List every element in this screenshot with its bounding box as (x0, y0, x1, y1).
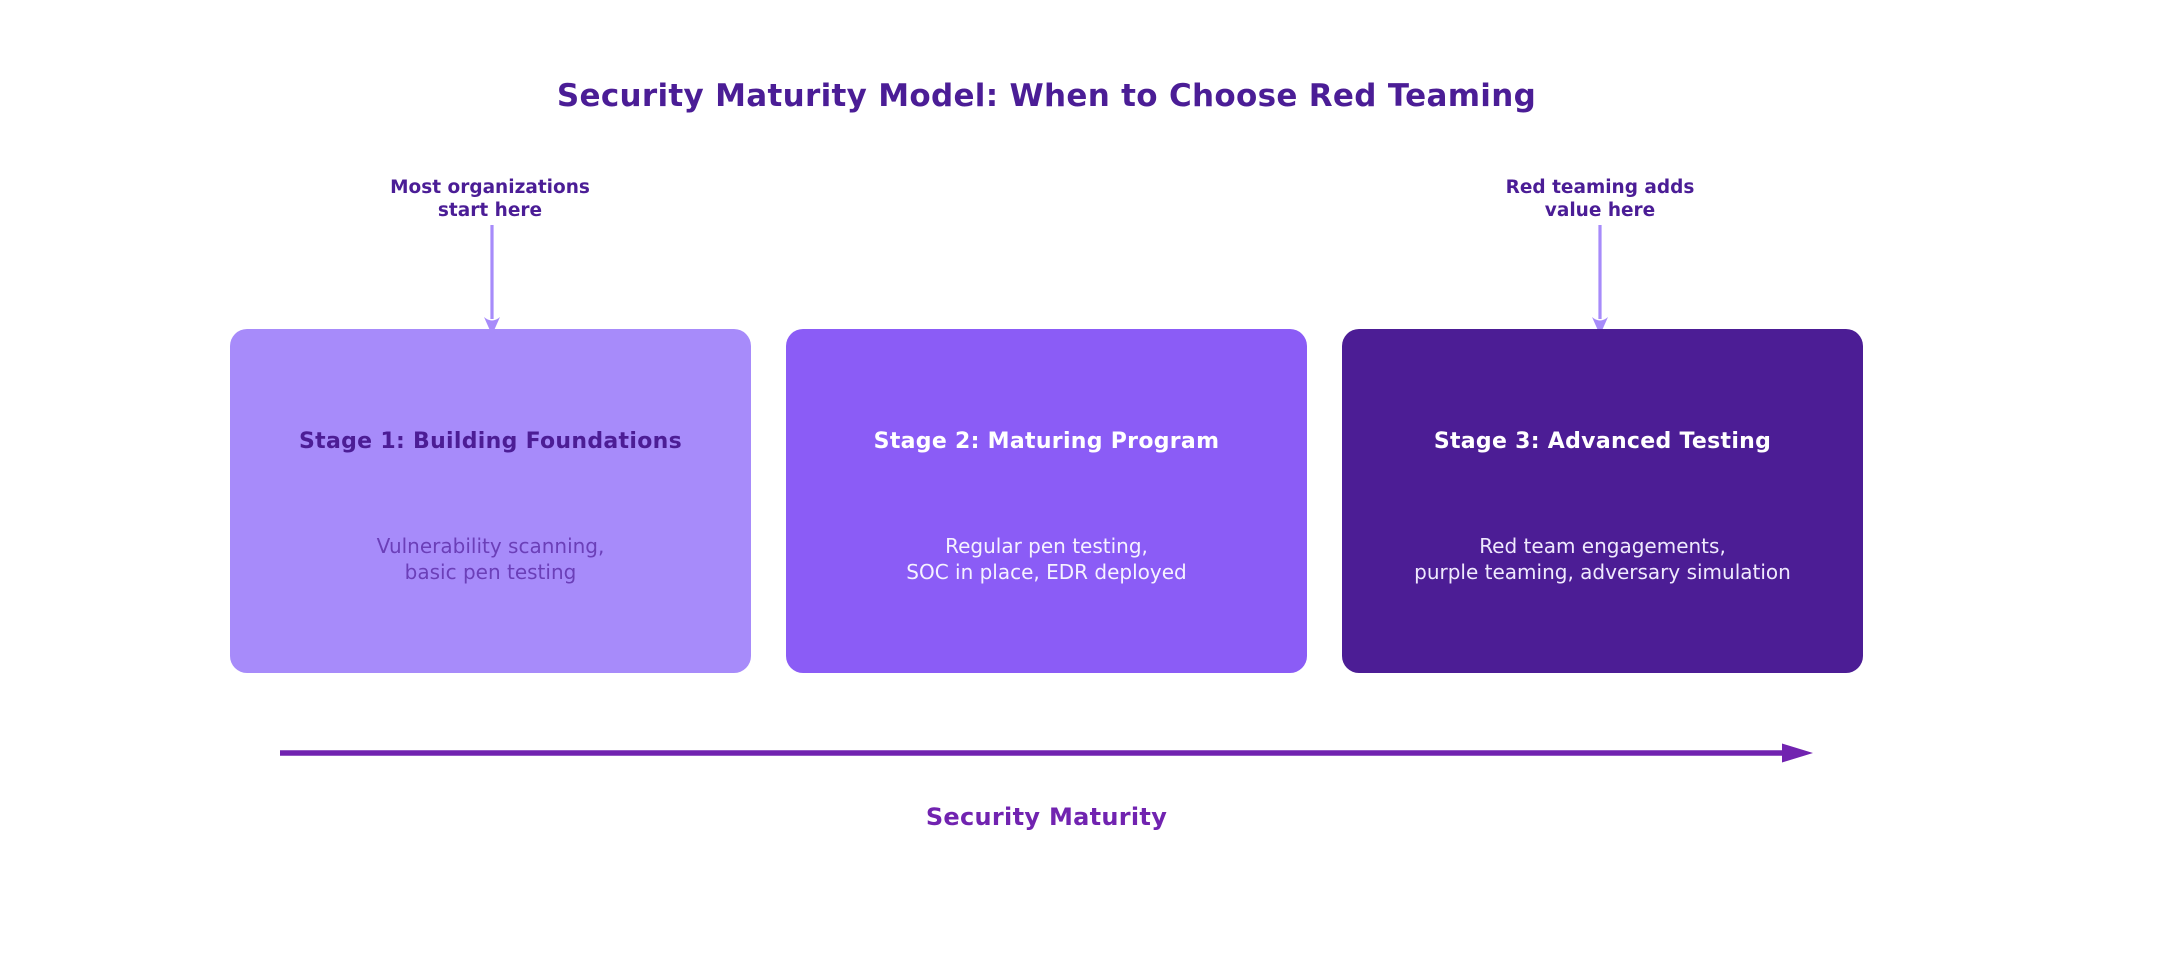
annotation-most-orgs: Most organizations start here (340, 176, 640, 222)
stage-2-description-line: SOC in place, EDR deployed (906, 560, 1187, 584)
annotation-line: Most organizations (390, 177, 590, 198)
stage-2-description: Regular pen testing, SOC in place, EDR d… (786, 533, 1307, 585)
down-arrow-icon (484, 225, 500, 335)
stage-2-description-line: Regular pen testing, (945, 534, 1148, 558)
stage-1-description-line: basic pen testing (404, 560, 577, 584)
annotation-line: value here (1544, 200, 1656, 221)
annotation-line: Red teaming adds (1505, 177, 1695, 198)
stage-1-heading: Stage 1: Building Foundations (299, 429, 682, 454)
stage-3-description-line: purple teaming, adversary simulation (1414, 560, 1791, 584)
stage-3-heading: Stage 3: Advanced Testing (1433, 429, 1772, 454)
stage-1-description-line: Vulnerability scanning, (376, 534, 605, 558)
stage-3-card: Stage 3: Advanced Testing Red team engag… (1342, 329, 1863, 673)
stage-2-card: Stage 2: Maturing Program Regular pen te… (786, 329, 1307, 673)
axis-label: Security Maturity (925, 803, 1168, 831)
down-arrow-icon (1592, 225, 1608, 335)
stage-2-heading: Stage 2: Maturing Program (873, 429, 1220, 454)
stage-row: Stage 1: Building Foundations Vulnerabil… (230, 329, 1863, 673)
stage-3-description-line: Red team engagements, (1479, 534, 1726, 558)
stage-1-description: Vulnerability scanning, basic pen testin… (230, 533, 751, 585)
stage-1-card: Stage 1: Building Foundations Vulnerabil… (230, 329, 751, 673)
right-arrow-icon (280, 743, 1813, 763)
stage-3-description: Red team engagements, purple teaming, ad… (1342, 533, 1863, 585)
annotation-red-teaming: Red teaming adds value here (1450, 176, 1750, 222)
diagram-title: Security Maturity Model: When to Choose … (556, 78, 1537, 114)
annotation-line: start here (437, 200, 543, 221)
